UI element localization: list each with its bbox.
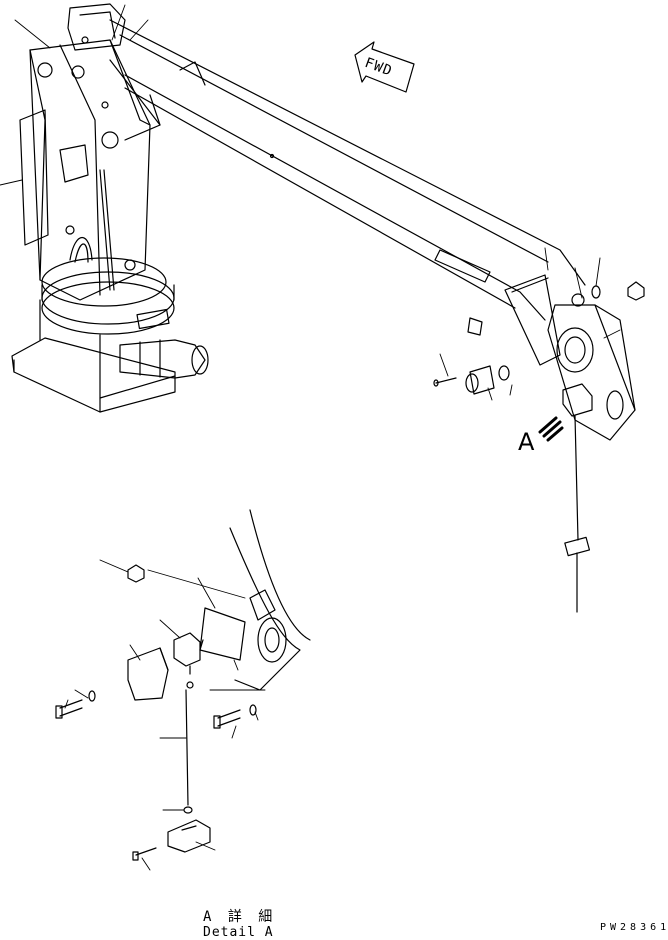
crane-column (19, 36, 151, 301)
view-arrow-a (538, 416, 564, 442)
detail-a-drawing (55, 509, 311, 861)
drawing-code: PW28361 (600, 922, 668, 933)
leader-lines (0, 4, 621, 401)
detail-title-jp: A 詳 細 (203, 909, 277, 925)
view-arrow-label: A (518, 428, 535, 456)
crane-base (11, 257, 209, 413)
fwd-direction-arrow (354, 41, 415, 93)
boom-sheave (547, 293, 636, 441)
boom-head-fasteners (433, 281, 645, 395)
crane-boom (67, 3, 586, 366)
overhoist-limit-assembly (562, 383, 593, 613)
detail-leader-lines (64, 559, 266, 871)
detail-title-en: Detail A (203, 925, 274, 940)
